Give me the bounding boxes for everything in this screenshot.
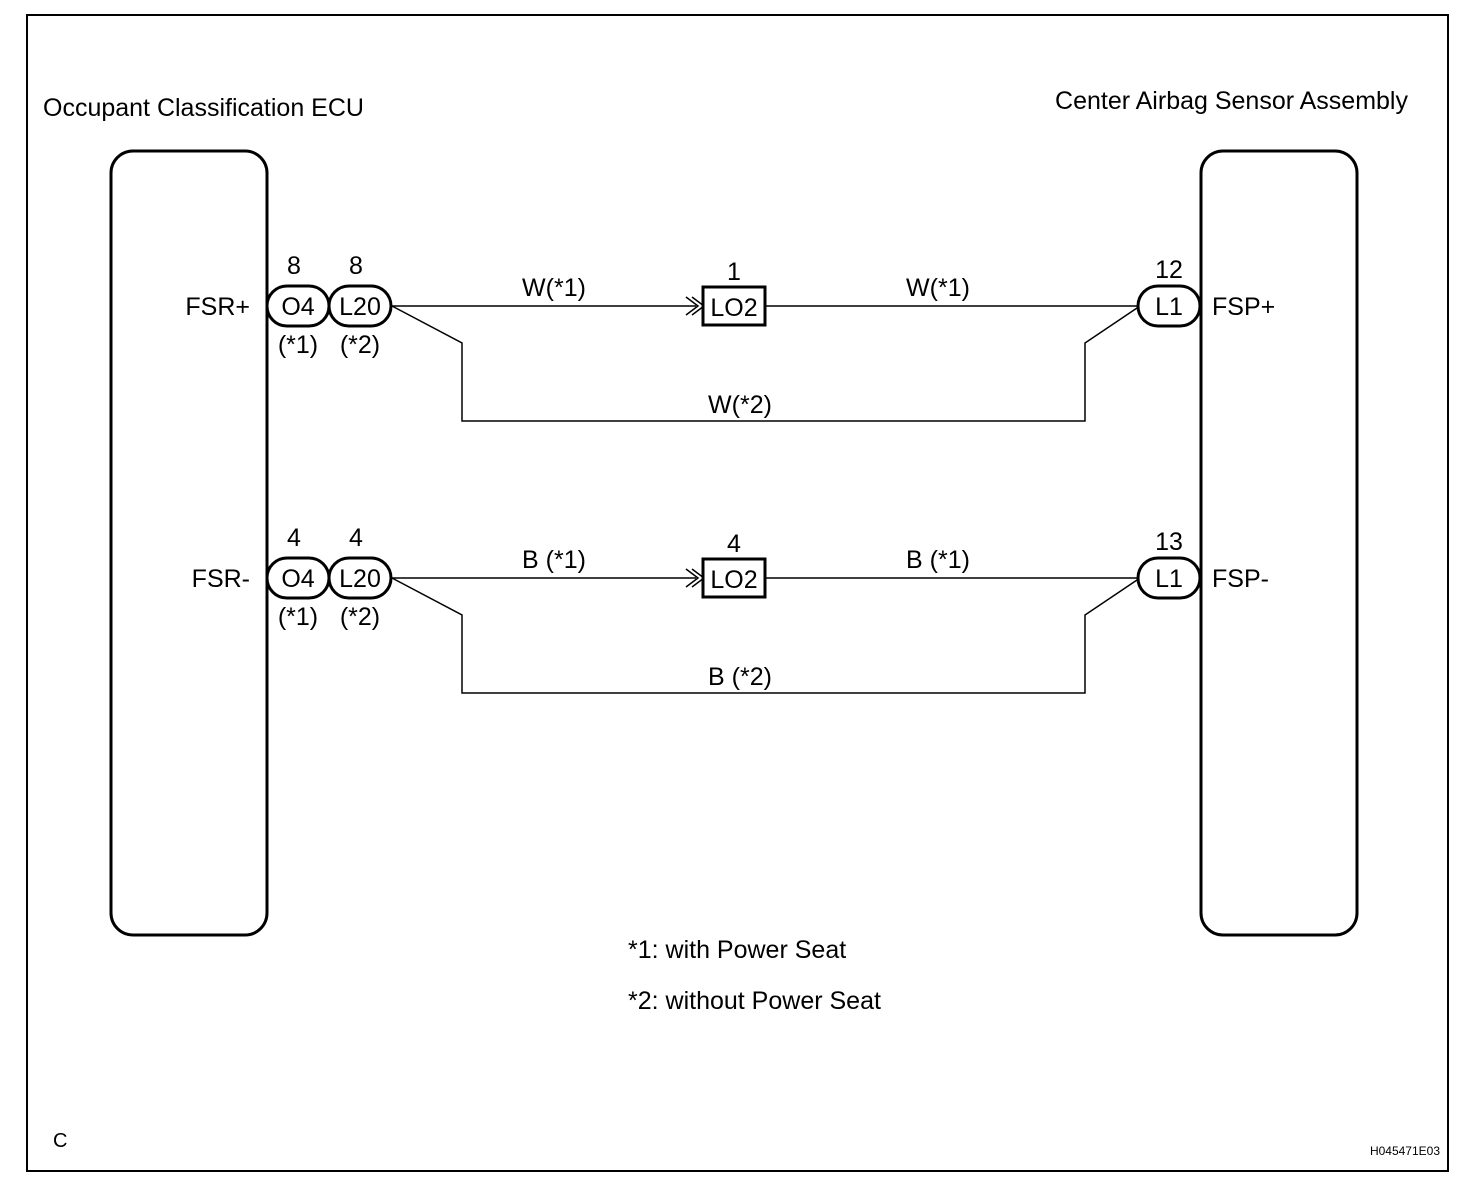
pin-number: 8 xyxy=(287,252,301,280)
wire-label-left: B (*1) xyxy=(522,546,586,574)
pin-number: 13 xyxy=(1155,528,1183,556)
pin-number: 4 xyxy=(287,524,301,552)
junction-pin-number: 4 xyxy=(727,530,741,558)
wire-label-bypass: B (*2) xyxy=(708,663,772,691)
connector-name: L20 xyxy=(339,293,381,321)
diagram-frame xyxy=(26,14,1449,1172)
connector-variant-note: (*2) xyxy=(340,331,380,359)
wire-bypass xyxy=(391,305,1141,422)
right-signal-label: FSP- xyxy=(1212,565,1269,593)
wire-label-bypass: W(*2) xyxy=(708,391,772,419)
left-signal-label: FSR- xyxy=(192,565,250,593)
connector-variant-note: (*2) xyxy=(340,603,380,631)
occupant-classification-ecu-body xyxy=(109,149,269,937)
junction-connector-lo2 xyxy=(701,557,767,599)
drawing-id: H045471E03 xyxy=(1370,1144,1440,1158)
circuits-group: FSR+ FSP+ O4 8 (*1) L20 8 (*2) LO2 1W(*1) W(*1) W(*… xyxy=(185,252,1275,694)
left-component-title: Occupant Classification ECU xyxy=(43,94,364,122)
connector-name: O4 xyxy=(281,565,314,593)
pin-number: 12 xyxy=(1155,256,1183,284)
right-component-title: Center Airbag Sensor Assembly xyxy=(1055,87,1408,115)
connector-variant-note: (*1) xyxy=(278,331,318,359)
wire-bypass xyxy=(391,577,1141,694)
junction-connector-name: LO2 xyxy=(710,294,757,322)
junction-connector-name: LO2 xyxy=(710,566,757,594)
connector-name: L1 xyxy=(1155,293,1183,321)
legend-item-1: *1: with Power Seat xyxy=(628,936,846,964)
connector-l1 xyxy=(1136,556,1202,600)
junction-pin-number: 1 xyxy=(727,258,741,286)
connector-l20 xyxy=(327,284,393,328)
connector-name: L20 xyxy=(339,565,381,593)
pin-number: 8 xyxy=(349,252,363,280)
wire-label-left: W(*1) xyxy=(522,274,586,302)
right-signal-label: FSP+ xyxy=(1212,293,1275,321)
pin-number: 4 xyxy=(349,524,363,552)
connector-l20 xyxy=(327,556,393,600)
connector-name: L1 xyxy=(1155,565,1183,593)
corner-letter: C xyxy=(53,1130,67,1152)
wire-label-right: W(*1) xyxy=(906,274,970,302)
connector-l1 xyxy=(1136,284,1202,328)
connector-variant-note: (*1) xyxy=(278,603,318,631)
connector-name: O4 xyxy=(281,293,314,321)
wire-label-right: B (*1) xyxy=(906,546,970,574)
center-airbag-sensor-body xyxy=(1199,149,1359,937)
left-signal-label: FSR+ xyxy=(185,293,250,321)
legend-item-2: *2: without Power Seat xyxy=(628,987,881,1015)
